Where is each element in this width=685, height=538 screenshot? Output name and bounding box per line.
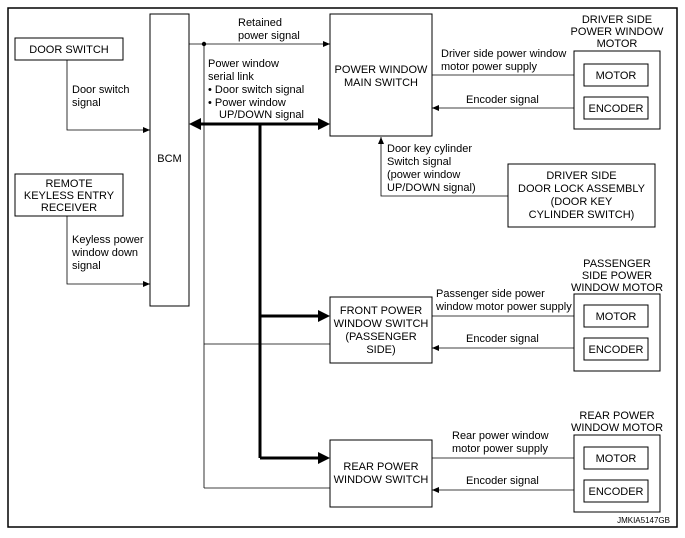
key-cylinder-label-2: Switch signal — [387, 156, 451, 168]
passenger-encoder-label: ENCODER — [588, 344, 643, 356]
key-cylinder-label-4: UP/DOWN signal) — [387, 182, 476, 194]
passenger-motor-title-3: WINDOW MOTOR — [571, 282, 663, 294]
outer-frame — [7, 7, 678, 528]
keyless-to-bcm-line — [66, 216, 150, 287]
door-switch-box — [14, 37, 124, 61]
door-switch-signal-label-2: signal — [72, 97, 101, 109]
passenger-motor-label: MOTOR — [596, 311, 637, 323]
rear-motor-label: MOTOR — [596, 453, 637, 465]
main-switch-label-1: POWER WINDOW — [335, 64, 428, 76]
keyless-signal-label-3: signal — [72, 260, 101, 272]
figure-id: JMKIA5147GB — [617, 516, 670, 525]
rear-switch-label-1: REAR POWER — [343, 461, 418, 473]
keyless-signal-label-1: Keyless power — [72, 234, 144, 246]
door-switch-signal-label-1: Door switch — [72, 84, 129, 96]
driver-motor-box — [583, 63, 649, 87]
serial-link-label-3: • Door switch signal — [208, 84, 304, 96]
passenger-motor-title-2: SIDE POWER — [582, 270, 652, 282]
key-cylinder-label-1: Door key cylinder — [387, 143, 472, 155]
keyless-signal-label-2: window down — [71, 247, 138, 259]
serial-link-label-5: UP/DOWN signal — [219, 109, 304, 121]
door-switch-label: DOOR SWITCH — [29, 44, 108, 56]
remote-keyless-label-3: RECEIVER — [41, 202, 97, 214]
driver-motor-title-3: MOTOR — [597, 38, 638, 50]
front-switch-label-2: WINDOW SWITCH — [334, 318, 429, 330]
passenger-encoder-signal-label: Encoder signal — [466, 333, 539, 345]
driver-motor-label: MOTOR — [596, 70, 637, 82]
rear-encoder-box — [583, 479, 649, 503]
door-lock-label-1: DRIVER SIDE — [546, 170, 616, 182]
serial-link-rear-arrow — [318, 452, 330, 464]
serial-link-left-arrow — [189, 118, 201, 130]
rear-motor-title-2: WINDOW MOTOR — [571, 422, 663, 434]
passenger-supply-label-2: window motor power supply — [435, 301, 572, 313]
driver-encoder-box — [583, 96, 649, 120]
door-lock-label-3: (DOOR KEY — [551, 196, 613, 208]
retained-power-label-2: power signal — [238, 30, 300, 42]
driver-supply-label-1: Driver side power window — [441, 48, 566, 60]
serial-link-label-1: Power window — [208, 58, 279, 70]
driver-supply-label-2: motor power supply — [441, 61, 537, 73]
serial-link-right-arrow — [318, 118, 330, 130]
driver-encoder-label: ENCODER — [588, 103, 643, 115]
remote-keyless-label-2: KEYLESS ENTRY — [24, 190, 115, 202]
key-cylinder-label-3: (power window — [387, 169, 460, 181]
front-switch-box — [329, 296, 433, 364]
door-switch-to-bcm-line — [66, 60, 150, 133]
driver-motor-title-1: DRIVER SIDE — [582, 14, 652, 26]
serial-link-label-2: serial link — [208, 71, 254, 83]
remote-keyless-label-1: REMOTE — [45, 178, 92, 190]
rear-supply-label-2: motor power supply — [452, 443, 548, 455]
rear-encoder-label: ENCODER — [588, 486, 643, 498]
bcm-box — [149, 13, 190, 307]
passenger-encoder-box — [583, 337, 649, 361]
door-lock-box — [507, 163, 656, 228]
front-switch-label-3: (PASSENGER — [345, 331, 416, 343]
main-switch-label-2: MAIN SWITCH — [344, 77, 418, 89]
passenger-motor-title-1: PASSENGER — [583, 258, 651, 270]
front-switch-label-1: FRONT POWER — [340, 305, 422, 317]
passenger-motor-box — [583, 304, 649, 328]
key-cylinder-line — [378, 137, 508, 197]
retained-power-label-1: Retained — [238, 17, 282, 29]
remote-keyless-box — [14, 173, 124, 217]
door-lock-label-4: CYLINDER SWITCH) — [529, 209, 635, 221]
bcm-label: BCM — [157, 153, 181, 165]
serial-link-label-4: • Power window — [208, 97, 286, 109]
door-lock-label-2: DOOR LOCK ASSEMBLY — [518, 183, 646, 195]
driver-motor-title-2: POWER WINDOW — [571, 26, 664, 38]
rear-motor-title-1: REAR POWER — [579, 410, 654, 422]
rear-encoder-signal-label: Encoder signal — [466, 475, 539, 487]
driver-encoder-signal-label: Encoder signal — [466, 94, 539, 106]
rear-motor-box — [583, 446, 649, 470]
serial-link-front-arrow — [318, 310, 330, 322]
front-switch-label-4: SIDE) — [366, 344, 395, 356]
passenger-supply-label-1: Passenger side power — [436, 288, 545, 300]
rear-switch-box — [329, 439, 433, 508]
rear-switch-label-2: WINDOW SWITCH — [334, 474, 429, 486]
main-switch-box — [329, 13, 433, 137]
rear-supply-label-1: Rear power window — [452, 430, 549, 442]
